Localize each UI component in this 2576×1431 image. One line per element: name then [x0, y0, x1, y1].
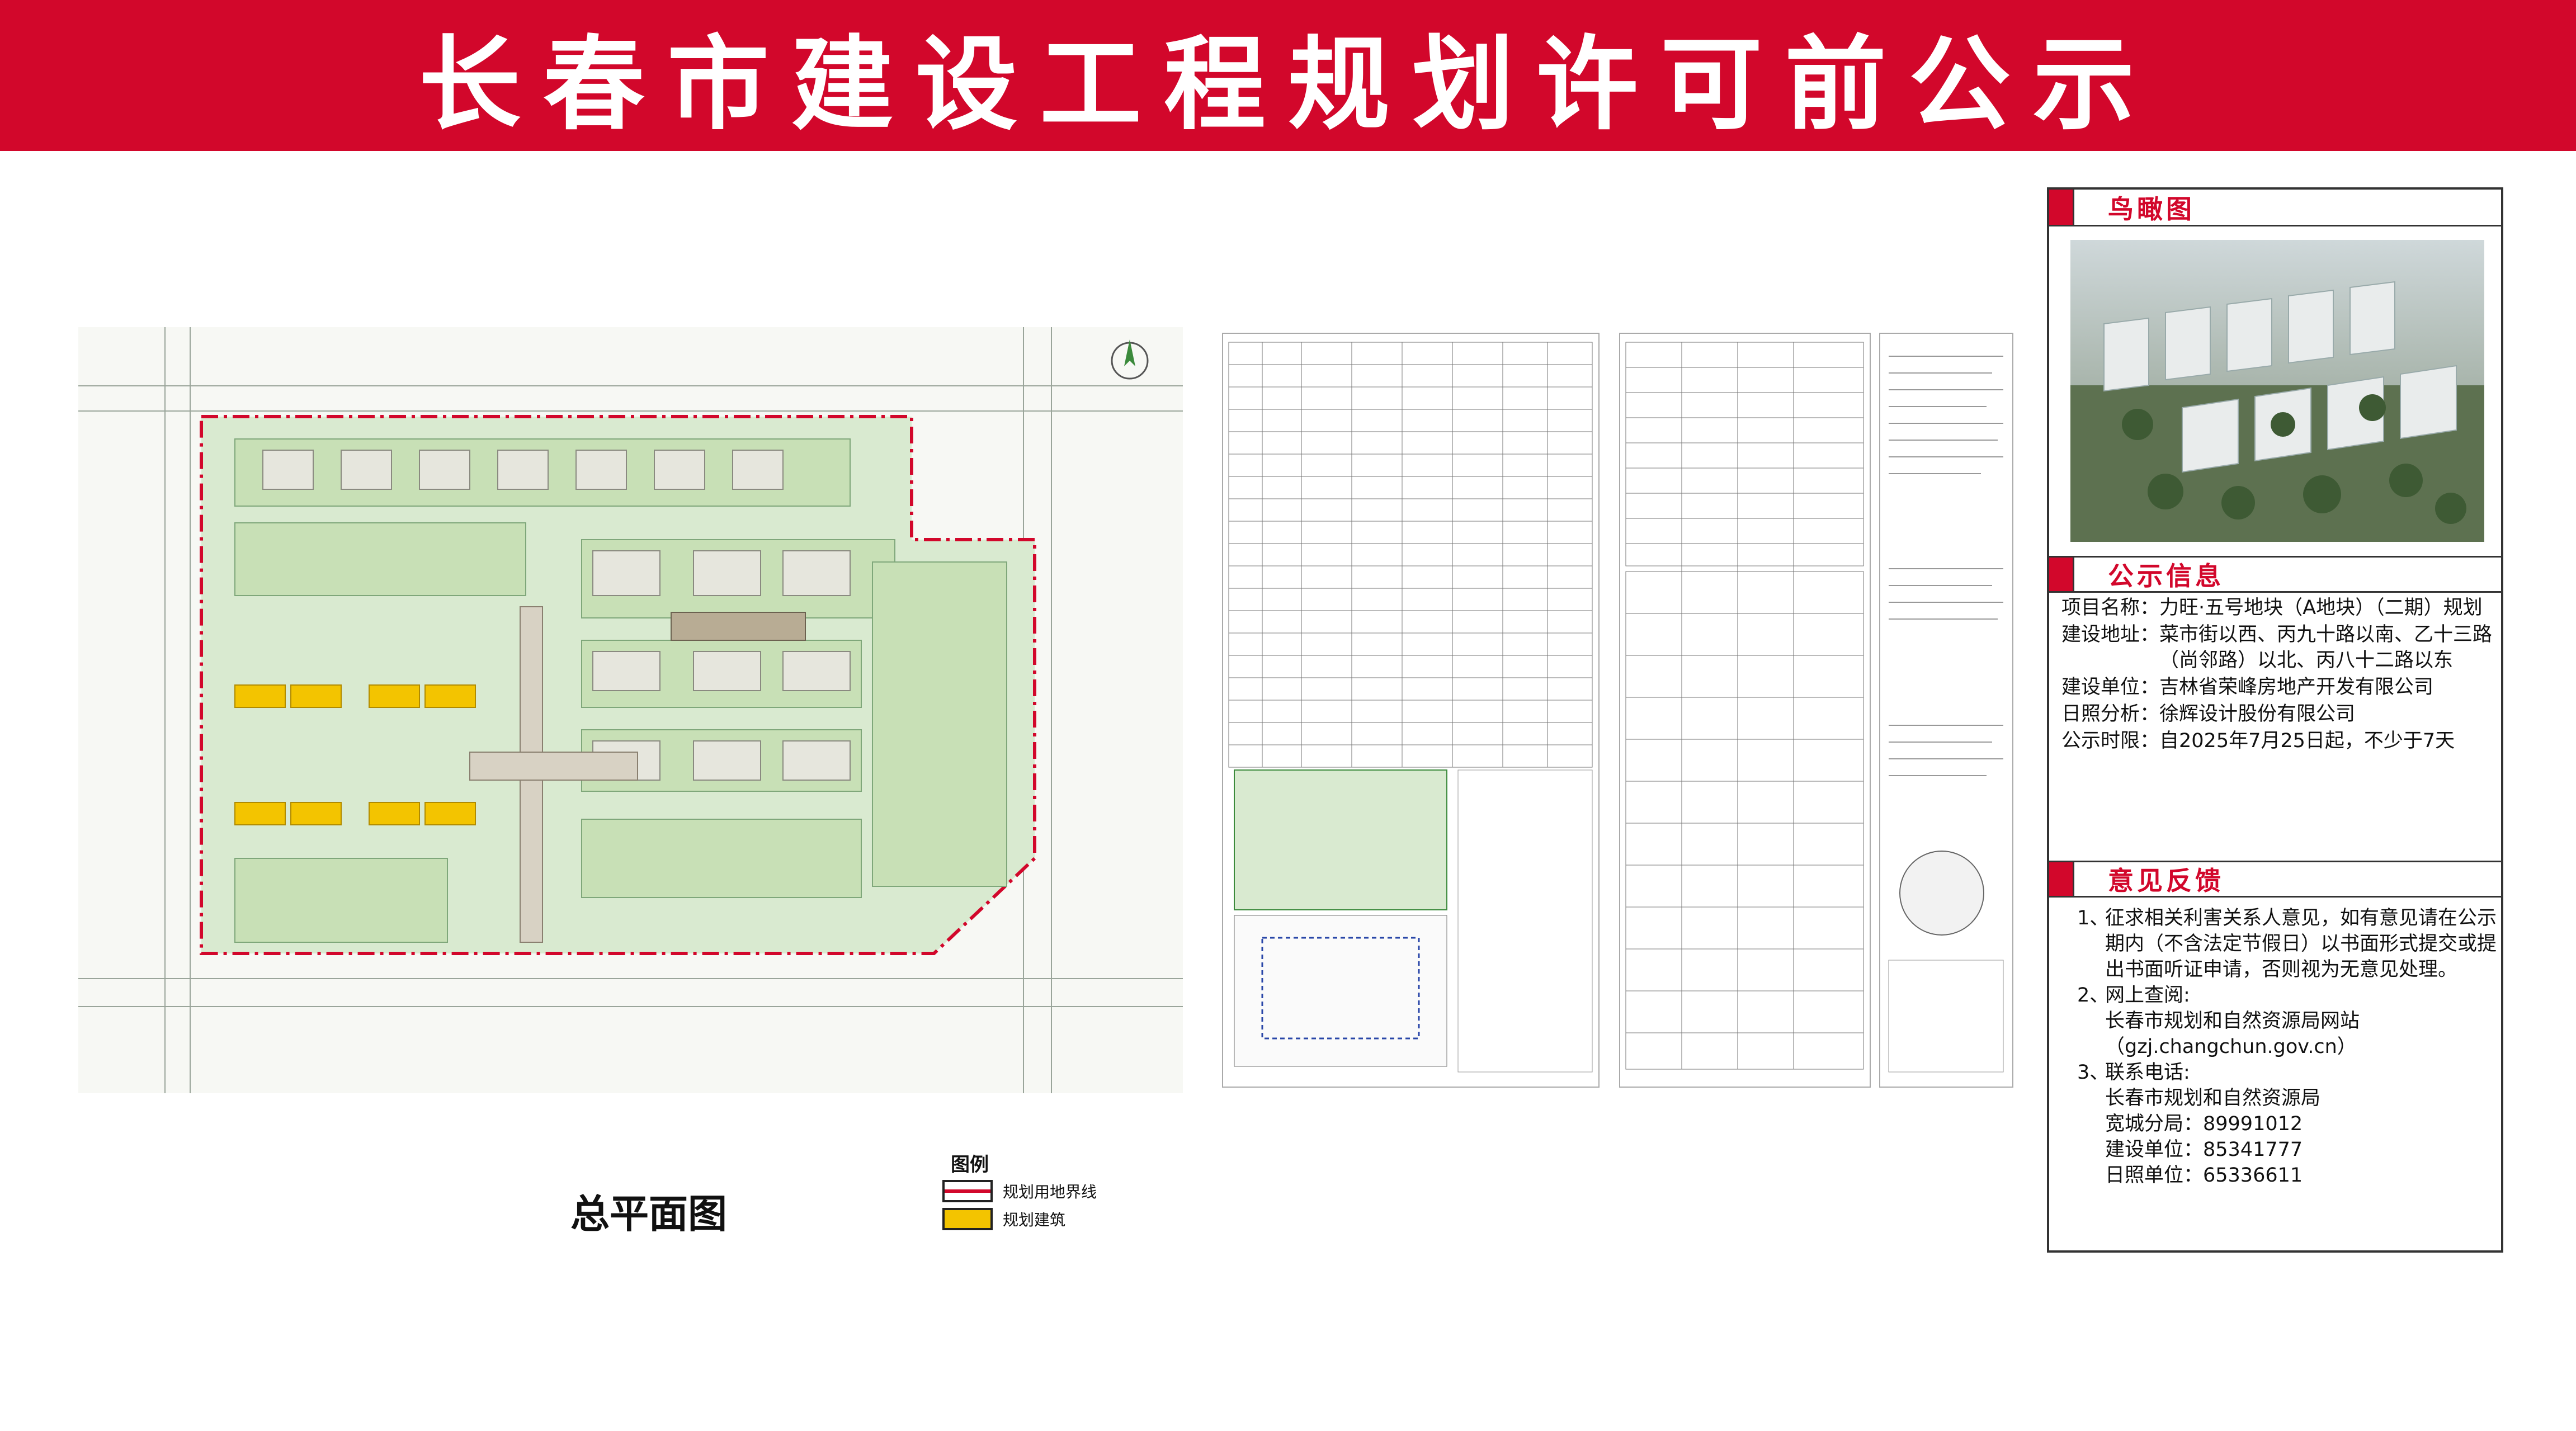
contact-phone-branch: 宽城分局：89991012: [2105, 1113, 2303, 1135]
item-text: 联系电话:: [2105, 1061, 2190, 1084]
info-key: 建设单位：: [2061, 676, 2160, 698]
item-text: 网上查阅:: [2105, 984, 2190, 1007]
info-row-period: 公示时限： 自2025年7月25日起，不少于7天: [2061, 728, 2498, 754]
website-name: 长春市规划和自然资源局网站: [2105, 1010, 2360, 1032]
boundary-line-swatch: [942, 1180, 993, 1202]
site-plan-graphic: [78, 327, 1183, 1093]
legend-label-boundary: 规划用地界线: [1003, 1183, 1097, 1201]
feedback-item-3: 3、 联系电话:: [2077, 1060, 2497, 1085]
banner-title: 长春市建设工程规划许可前公示: [419, 25, 2157, 144]
feedback-item-1: 1、 征求相关利害关系人意见，如有意见请在公示期内（不含法定节假日）以书面形式提…: [2077, 905, 2497, 983]
info-key: 建设地址：: [2061, 624, 2160, 646]
info-key: 项目名称：: [2061, 597, 2160, 619]
legend-label-building: 规划建筑: [1003, 1211, 1066, 1229]
info-value: 徐辉设计股份有限公司: [2159, 703, 2356, 725]
info-row-project-name: 项目名称： 力旺·五号地块（A地块）（二期）规划: [2061, 595, 2498, 621]
item-number: 2、: [2077, 984, 2110, 1007]
info-row-builder: 建设单位： 吉林省荣峰房地产开发有限公司: [2061, 674, 2498, 700]
indicator-tables-sheet: [1222, 333, 1600, 1088]
item-number: 3、: [2077, 1061, 2110, 1084]
aerial-header: 鸟瞰图: [2049, 190, 2501, 226]
indicator-tables-graphic-2: [1625, 342, 1864, 1070]
info-title: 公示信息: [2108, 561, 2224, 591]
plan-title: 总平面图: [570, 1191, 727, 1237]
feedback-item-2: 2、 网上查阅:: [2077, 983, 2497, 1008]
contact-org: 长春市规划和自然资源局: [2105, 1087, 2321, 1109]
website-url[interactable]: （gzj.changchun.gov.cn）: [2105, 1036, 2357, 1058]
indicator-tables-sheet-2: [1619, 333, 1871, 1088]
header-flag: [2049, 862, 2074, 896]
aerial-view-image: [2070, 240, 2484, 542]
info-value: 力旺·五号地块（A地块）（二期）规划: [2159, 597, 2483, 619]
project-info: 项目名称： 力旺·五号地块（A地块）（二期）规划 建设地址： 菜市街以西、丙九十…: [2061, 595, 2498, 755]
item-number: 1、: [2077, 907, 2110, 929]
info-value: 自2025年7月25日起，不少于7天: [2159, 730, 2455, 752]
planned-building-swatch: [942, 1208, 993, 1230]
header-flag: [2049, 190, 2074, 225]
feedback-title: 意见反馈: [2108, 866, 2224, 896]
legend-item-boundary: 规划用地界线: [942, 1180, 1097, 1202]
legend-title: 图例: [951, 1154, 989, 1176]
info-value: 吉林省荣峰房地产开发有限公司: [2159, 676, 2434, 698]
indicator-tables-graphic: [1228, 342, 1593, 1073]
info-value: 菜市街以西、丙九十路以南、乙十三路（尚邻路）以北、丙八十二路以东: [2159, 624, 2493, 672]
publicity-panel: 鸟瞰图: [2047, 187, 2503, 1253]
contact-phone-sunlight: 日照单位：65336611: [2105, 1164, 2303, 1187]
site-plan-drawing: [78, 327, 1183, 1093]
design-notes-sheet: [1879, 333, 2013, 1088]
design-notes-graphic: [1888, 356, 2004, 1073]
feedback-header: 意见反馈: [2049, 861, 2501, 898]
aerial-title: 鸟瞰图: [2108, 193, 2195, 224]
item-text: 征求相关利害关系人意见，如有意见请在公示期内（不含法定节假日）以书面形式提交或提…: [2105, 907, 2497, 981]
aerial-rendering: [2070, 240, 2484, 542]
contact-phone-builder: 建设单位：85341777: [2105, 1139, 2303, 1161]
info-row-address: 建设地址： 菜市街以西、丙九十路以南、乙十三路（尚邻路）以北、丙八十二路以东: [2061, 622, 2498, 673]
info-key: 公示时限：: [2061, 730, 2160, 752]
legend-item-building: 规划建筑: [942, 1208, 1065, 1230]
title-banner: 长春市建设工程规划许可前公示: [0, 0, 2576, 151]
header-flag: [2049, 558, 2074, 591]
info-header: 公示信息: [2049, 556, 2501, 593]
info-row-sunlight: 日照分析： 徐辉设计股份有限公司: [2061, 701, 2498, 727]
feedback-content: 1、 征求相关利害关系人意见，如有意见请在公示期内（不含法定节假日）以书面形式提…: [2077, 905, 2497, 1188]
info-key: 日照分析：: [2061, 703, 2160, 725]
